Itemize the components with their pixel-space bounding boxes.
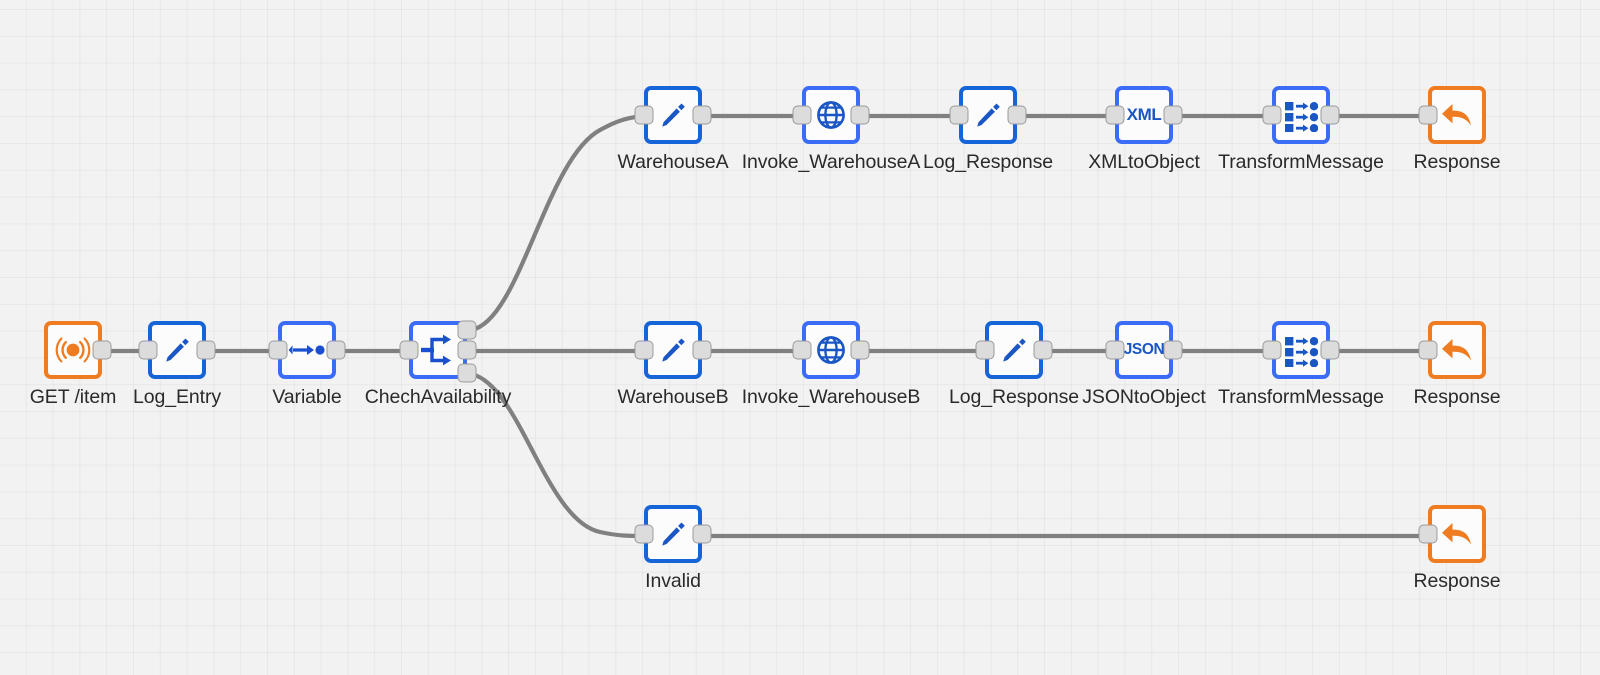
port-out-invoke_b[interactable]: [850, 340, 870, 360]
port-in-xml_to_object[interactable]: [1105, 105, 1125, 125]
node-label-chech_avail: ChechAvailability: [364, 386, 512, 408]
node-json_to_object[interactable]: JSON: [1115, 321, 1173, 379]
port-out-warehouse_b[interactable]: [692, 340, 712, 360]
xml-badge-label: XML: [1126, 105, 1162, 124]
port-out-chech_avail-3[interactable]: [457, 363, 477, 383]
port-in-warehouse_b[interactable]: [634, 340, 654, 360]
node-label-invoke_b: Invoke_WarehouseB: [741, 386, 921, 408]
port-out-invoke_a[interactable]: [850, 105, 870, 125]
port-in-chech_avail[interactable]: [399, 340, 419, 360]
port-out-get_item[interactable]: [92, 340, 112, 360]
pencil-icon: [997, 333, 1031, 367]
node-get_item[interactable]: [44, 321, 102, 379]
edge-chech_avail-to-warehouse_a[interactable]: [468, 113, 647, 333]
node-xml_to_object[interactable]: XML: [1115, 86, 1173, 144]
node-label-warehouse_a: WarehouseA: [617, 151, 729, 173]
pencil-icon: [656, 517, 690, 551]
node-label-xml_to_object: XMLtoObject: [1088, 151, 1200, 173]
node-label-log_resp_a: Log_Response: [923, 151, 1053, 173]
port-in-json_to_object[interactable]: [1105, 340, 1125, 360]
port-in-warehouse_a[interactable]: [634, 105, 654, 125]
node-label-get_item: GET /item: [29, 386, 117, 408]
globe-icon: [814, 333, 848, 367]
node-label-response_b: Response: [1413, 386, 1501, 408]
node-label-variable: Variable: [272, 386, 342, 408]
port-out-warehouse_a[interactable]: [692, 105, 712, 125]
branch-icon: [419, 333, 457, 367]
json-badge-label: JSON: [1123, 341, 1165, 358]
node-label-response_a: Response: [1413, 151, 1501, 173]
node-response_c[interactable]: [1428, 505, 1486, 563]
transform-icon: [1284, 98, 1318, 132]
node-label-log_entry: Log_Entry: [133, 386, 221, 408]
node-label-transform_a: TransformMessage: [1218, 151, 1384, 173]
port-out-log_resp_b[interactable]: [1033, 340, 1053, 360]
node-warehouse_a[interactable]: [644, 86, 702, 144]
port-out-log_resp_a[interactable]: [1007, 105, 1027, 125]
node-response_a[interactable]: [1428, 86, 1486, 144]
port-out-variable[interactable]: [326, 340, 346, 360]
broadcast-icon: [54, 333, 92, 367]
globe-icon: [814, 98, 848, 132]
port-in-invoke_a[interactable]: [792, 105, 812, 125]
port-out-invalid[interactable]: [692, 524, 712, 544]
pencil-icon: [160, 333, 194, 367]
port-in-response_b[interactable]: [1418, 340, 1438, 360]
port-in-transform_b[interactable]: [1262, 340, 1282, 360]
port-in-invoke_b[interactable]: [792, 340, 812, 360]
port-in-transform_a[interactable]: [1262, 105, 1282, 125]
port-out-chech_avail-1[interactable]: [457, 320, 477, 340]
port-out-log_entry[interactable]: [196, 340, 216, 360]
port-in-invalid[interactable]: [634, 524, 654, 544]
port-out-xml_to_object[interactable]: [1163, 105, 1183, 125]
transform-icon: [1284, 333, 1318, 367]
port-out-transform_a[interactable]: [1320, 105, 1340, 125]
port-in-log_entry[interactable]: [138, 340, 158, 360]
pencil-icon: [971, 98, 1005, 132]
port-in-response_c[interactable]: [1418, 524, 1438, 544]
port-in-log_resp_b[interactable]: [975, 340, 995, 360]
xml-badge-icon: XML: [1127, 105, 1162, 125]
port-in-variable[interactable]: [268, 340, 288, 360]
port-out-json_to_object[interactable]: [1163, 340, 1183, 360]
reply-arrow-icon: [1440, 335, 1474, 365]
node-invoke_a[interactable]: [802, 86, 860, 144]
pencil-icon: [656, 333, 690, 367]
port-out-transform_b[interactable]: [1320, 340, 1340, 360]
node-label-json_to_object: JSONtoObject: [1082, 386, 1206, 408]
node-label-invalid: Invalid: [645, 570, 701, 592]
node-invalid[interactable]: [644, 505, 702, 563]
port-out-chech_avail-2[interactable]: [457, 340, 477, 360]
port-in-log_resp_a[interactable]: [949, 105, 969, 125]
port-in-response_a[interactable]: [1418, 105, 1438, 125]
node-label-transform_b: TransformMessage: [1218, 386, 1384, 408]
json-badge-icon: JSON: [1124, 341, 1165, 359]
variable-icon: [288, 340, 326, 360]
reply-arrow-icon: [1440, 519, 1474, 549]
node-label-response_c: Response: [1413, 570, 1501, 592]
node-label-invoke_a: Invoke_WarehouseA: [741, 151, 921, 173]
node-label-log_resp_b: Log_Response: [949, 386, 1079, 408]
reply-arrow-icon: [1440, 100, 1474, 130]
node-label-warehouse_b: WarehouseB: [617, 386, 729, 408]
pencil-icon: [656, 98, 690, 132]
